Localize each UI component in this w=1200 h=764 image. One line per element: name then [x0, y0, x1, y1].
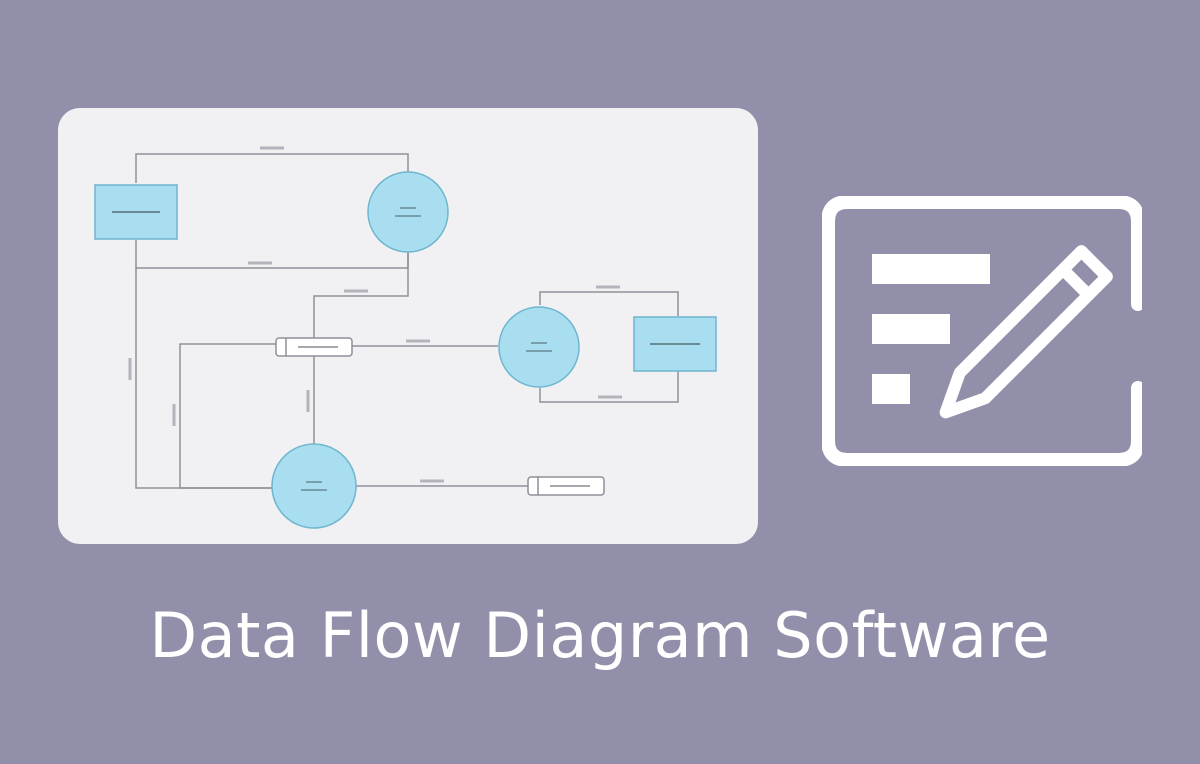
process-top [367, 171, 449, 253]
entity-right [633, 316, 717, 372]
pencil-icon [939, 245, 1113, 419]
flow-lines [135, 153, 679, 489]
entity-left [94, 184, 178, 240]
edit-document-icon [821, 195, 1145, 467]
flow-line-top-process-to-store [313, 252, 409, 340]
process-middle [498, 306, 580, 388]
store-right [527, 476, 605, 496]
flow-label-marks [128, 146, 622, 483]
store-center [275, 337, 353, 357]
pencil-outline [939, 245, 1113, 419]
flow-line-entity-to-top-process [135, 153, 409, 183]
icon-text-bar-long [872, 254, 990, 284]
process-circle [498, 306, 580, 388]
flow-line-right-entity-to-middle [539, 370, 679, 403]
diagram-card [58, 108, 758, 544]
edit-document-icon-graphic [821, 195, 1145, 467]
pencil-cap-line [1058, 265, 1093, 300]
process-circle [271, 443, 357, 529]
icon-frame [821, 195, 1145, 467]
banner-title: Data Flow Diagram Software [149, 599, 1051, 672]
icon-text-bar-medium [872, 314, 950, 344]
flow-line-entity-to-bottom-process [135, 268, 272, 489]
flow-line-store-to-bottom-process-left [179, 343, 276, 489]
process-circle [367, 171, 449, 253]
data-flow-diagram [94, 146, 717, 529]
process-bottom [271, 443, 357, 529]
icon-text-bar-short [872, 374, 910, 404]
flow-line-middle-to-right-entity [539, 291, 679, 316]
